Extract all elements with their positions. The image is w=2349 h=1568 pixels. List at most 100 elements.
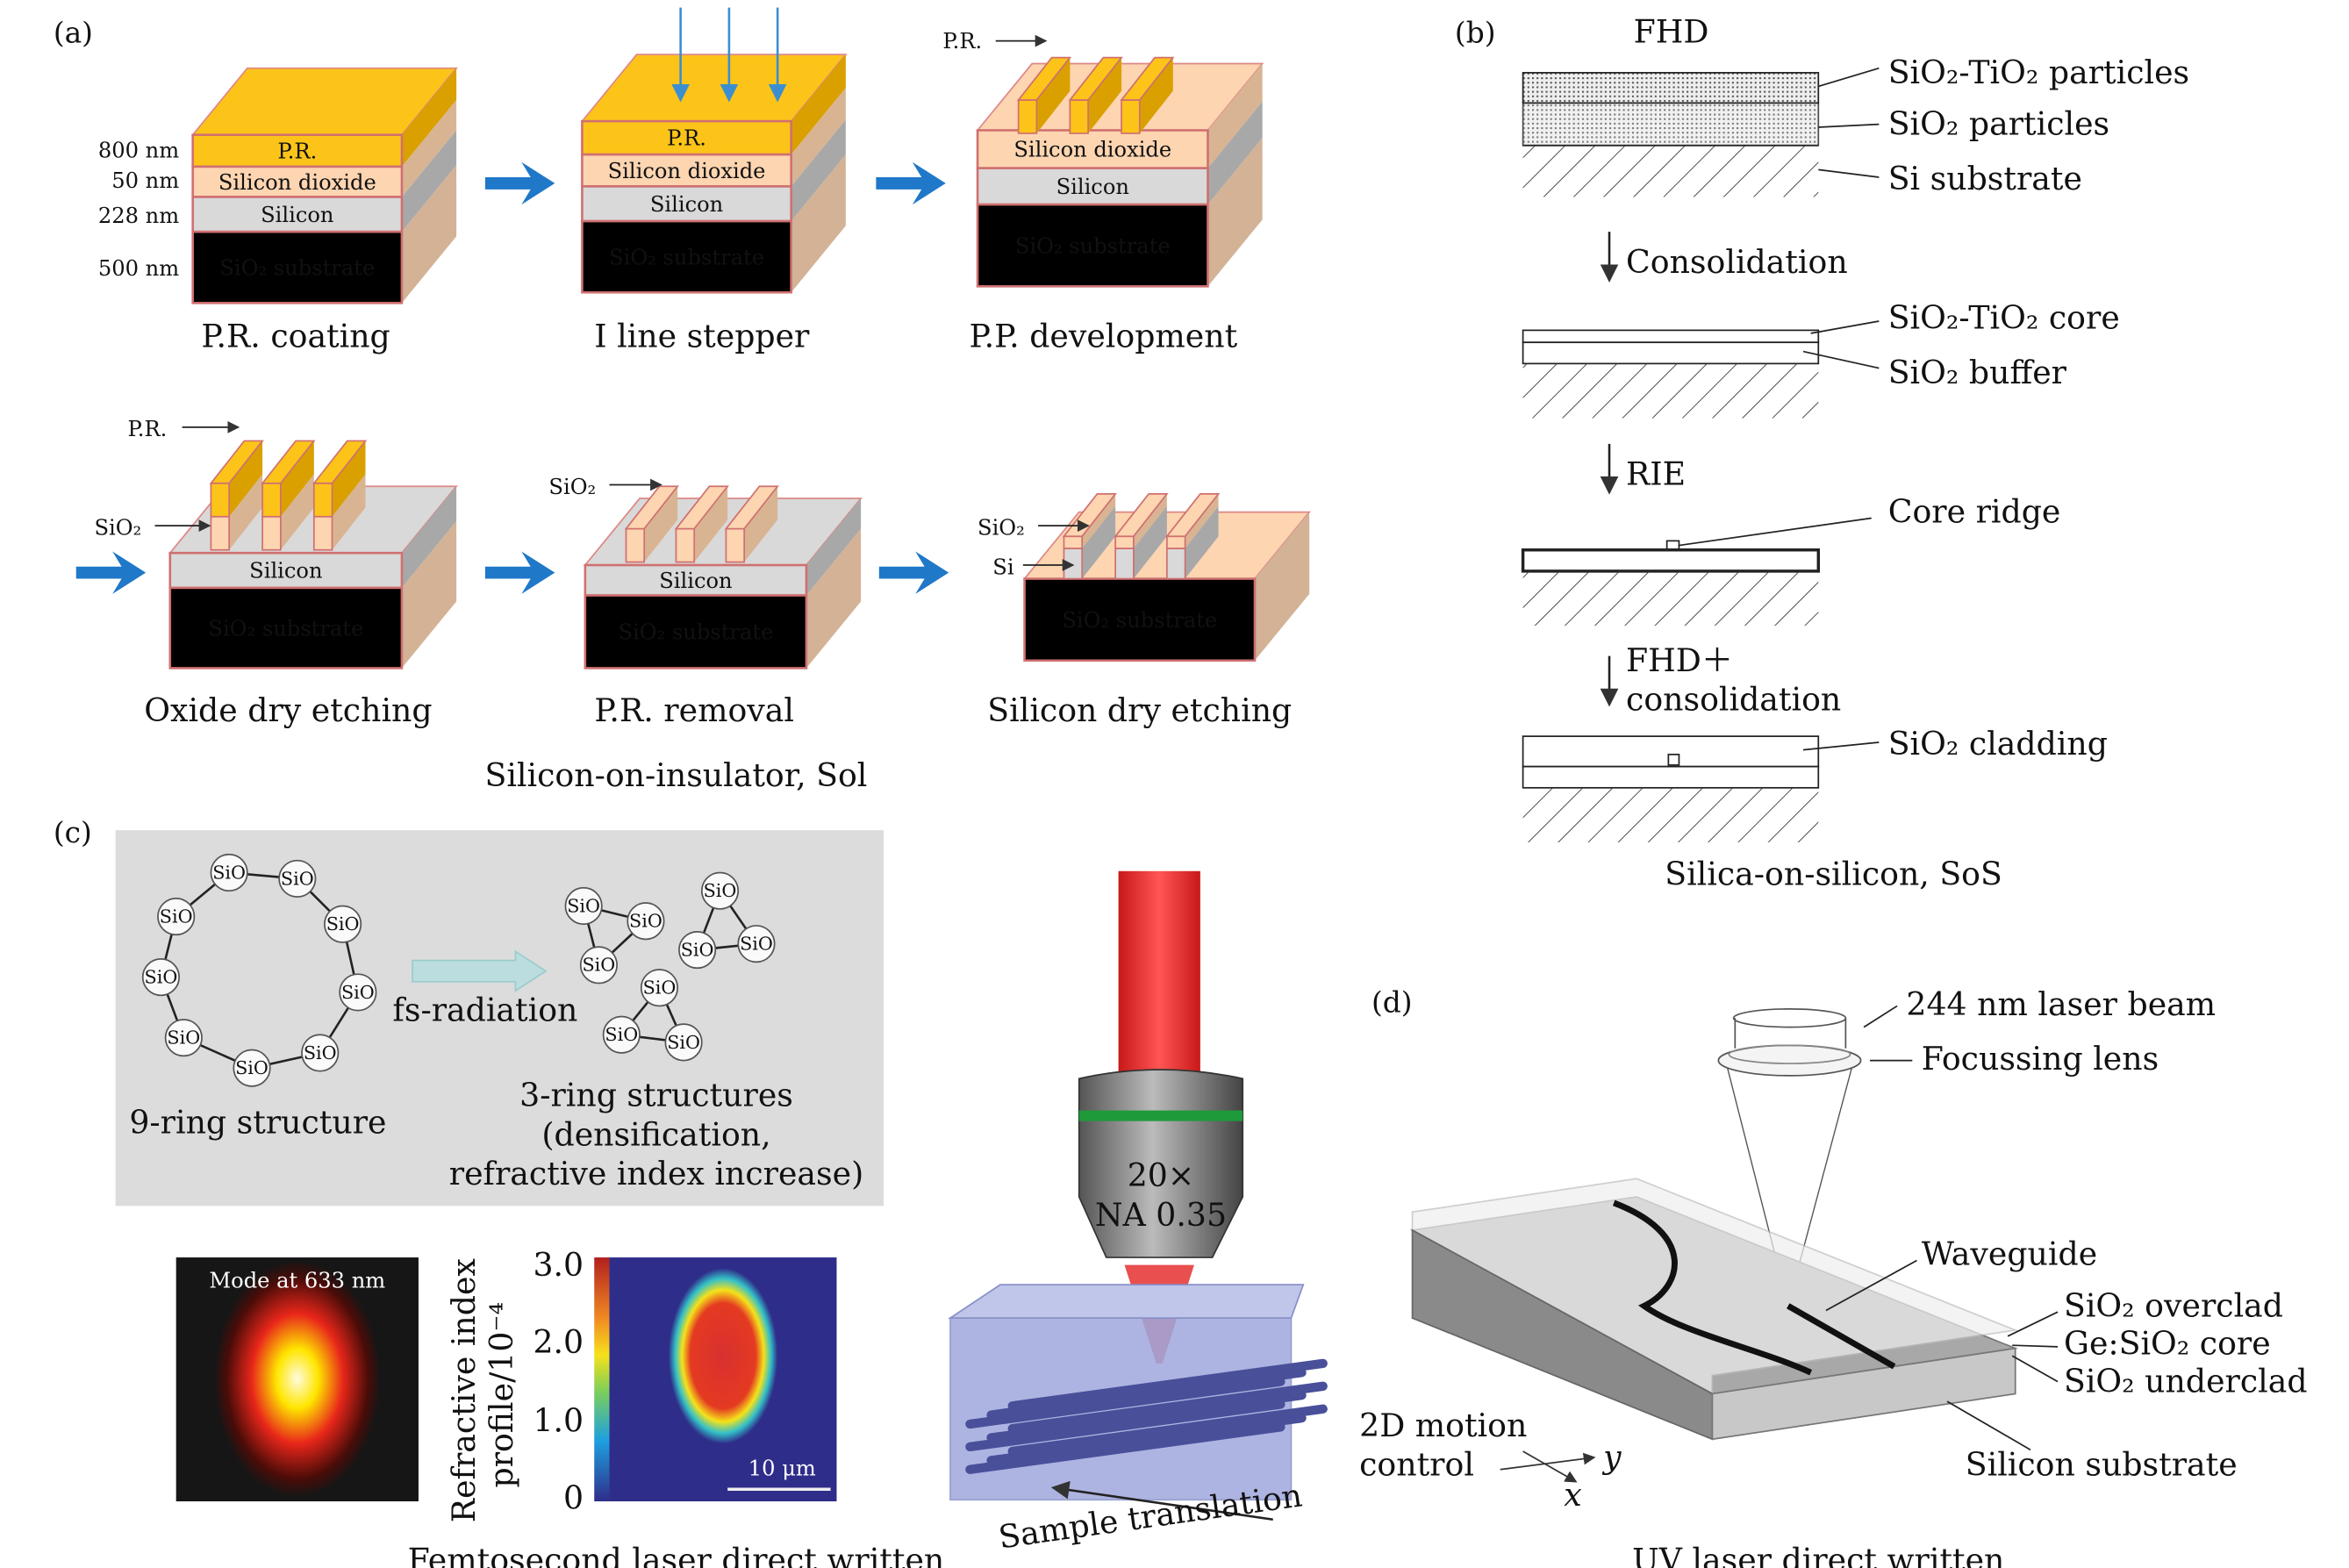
- panel-d-label: (d): [1371, 985, 1413, 1019]
- layer-sio2: [191, 165, 404, 198]
- layer-label: P.R.: [277, 139, 317, 163]
- fhd-title: FHD: [1634, 12, 1709, 50]
- ridge-top: [261, 440, 316, 484]
- layer-side-face: [1207, 101, 1263, 205]
- ridge-side: [332, 474, 366, 550]
- three-ring-label: 3-ring structures: [519, 1076, 793, 1113]
- sio-label: SiO: [740, 934, 773, 955]
- ridge: [674, 485, 729, 563]
- ridge-si: [1063, 548, 1084, 580]
- colorbar-axis-label: Refractive index: [445, 1258, 483, 1522]
- sio-label: SiO: [160, 906, 193, 927]
- step-caption: Silicon dry etching: [987, 691, 1292, 729]
- step-rie: RIE: [1626, 455, 1686, 493]
- layer-label: Silicon dioxide: [218, 170, 376, 195]
- sio-label: SiO: [326, 913, 360, 934]
- label-silicon-substrate: Silicon substrate: [1966, 1446, 2238, 1484]
- label-cladding: SiO₂ cladding: [1888, 725, 2108, 763]
- buffer-layer: [1521, 548, 1821, 573]
- ridge-top: [1120, 56, 1175, 101]
- si-substrate: [1522, 145, 1819, 197]
- label-core-ridge: Core ridge: [1888, 493, 2061, 531]
- ridge-sio2: [725, 527, 746, 563]
- pr-pointer-label-2: P.R.: [127, 417, 167, 441]
- sio-label: SiO: [145, 967, 178, 988]
- layer-side-face: [401, 99, 457, 197]
- buffer-layer: [1522, 341, 1820, 365]
- ridge-side: [280, 440, 314, 517]
- tio2-particle-layer: [1522, 72, 1820, 104]
- ridge: [1114, 492, 1169, 580]
- ridge-si: [1166, 548, 1186, 580]
- process-arrow: [75, 551, 147, 594]
- sio-label: SiO: [605, 1024, 638, 1045]
- ridge-side: [280, 474, 314, 550]
- sio-molecule: SiO: [664, 1023, 703, 1062]
- sio-label: SiO: [212, 862, 246, 883]
- colorbar-axis-label: profile/10⁻⁴: [483, 1302, 520, 1488]
- panel-c-label: (c): [54, 816, 92, 849]
- index-spot: [668, 1268, 778, 1444]
- ridge-sio2: [1166, 535, 1186, 549]
- written-waveguide: [986, 1413, 1307, 1465]
- panel-d-uv-laser: (d) 244 nm laser beam Focussing lens Wav…: [1359, 985, 2307, 1568]
- sio-molecule: SiO: [141, 958, 181, 997]
- label-laser-beam: 244 nm laser beam: [1906, 985, 2216, 1023]
- ridge: [1165, 492, 1221, 580]
- sio2-pointer-label-2: SiO₂: [548, 475, 596, 499]
- si-substrate: [1522, 787, 1819, 842]
- thickness-sio2: 50 nm: [111, 168, 179, 193]
- label-sio2-particles: SiO₂ particles: [1888, 105, 2109, 143]
- written-waveguide: [965, 1377, 1286, 1429]
- layer-label: Silicon dioxide: [608, 159, 766, 183]
- axis-x: x: [1564, 1476, 1581, 1514]
- panel-b-label: (b): [1455, 16, 1496, 49]
- layer-sub: [191, 230, 404, 304]
- label-focussing-lens: Focussing lens: [1922, 1040, 2159, 1078]
- layer-label: P.R.: [667, 126, 706, 151]
- sio-molecule: SiO: [564, 886, 603, 926]
- ridge-top: [209, 440, 264, 484]
- sio2-pointer-label: SiO₂: [94, 515, 141, 540]
- ridge-pr: [1069, 99, 1089, 134]
- sio-molecule: SiO: [339, 973, 377, 1012]
- process-arrow: [878, 551, 949, 594]
- ridge-side: [1036, 57, 1071, 133]
- layer-pr: [191, 133, 404, 168]
- ring-bond: [619, 985, 686, 1044]
- sio-label: SiO: [583, 955, 616, 976]
- layer-side-face: [806, 498, 862, 596]
- ridge-side: [1139, 57, 1173, 133]
- thickness-si: 228 nm: [98, 204, 179, 228]
- ridge: [724, 485, 779, 563]
- written-waveguide: [965, 1422, 1286, 1474]
- ridge-pr: [1017, 99, 1038, 134]
- slab-right: [1711, 1347, 2016, 1441]
- step-fhd: FHD＋: [1626, 641, 1733, 679]
- buffer-layer: [1522, 765, 1820, 789]
- si-pointer-label: Si: [992, 555, 1014, 579]
- ridge-pr: [1121, 99, 1141, 134]
- panel-b-caption: Silica-on-silicon, SoS: [1665, 855, 2002, 892]
- step-caption: P.R. removal: [594, 691, 794, 729]
- ridge: [1068, 56, 1123, 134]
- ridge-pr: [210, 482, 230, 518]
- layer-side-face: [401, 520, 457, 669]
- panel-b-sos-process: (b) FHD SiO₂-TiO₂ particles SiO₂ particl…: [1455, 12, 2189, 892]
- nine-ring-label: 9-ring structure: [129, 1103, 386, 1141]
- fs-radiation-label: fs-radiation: [392, 992, 577, 1029]
- fs-radiation-arrow: [412, 949, 548, 992]
- ring-structure-box: [115, 830, 884, 1206]
- layer-side-face: [1207, 138, 1263, 287]
- layer-sub: [584, 594, 808, 669]
- layer-side-face: [1207, 63, 1263, 168]
- layer-side-face: [791, 154, 846, 293]
- core-layer: [1522, 329, 1820, 344]
- written-waveguide: [965, 1400, 1286, 1452]
- ridge: [1120, 56, 1175, 134]
- laser-beam-tube: [1734, 1018, 1847, 1049]
- layer-label: Silicon dioxide: [1013, 138, 1171, 162]
